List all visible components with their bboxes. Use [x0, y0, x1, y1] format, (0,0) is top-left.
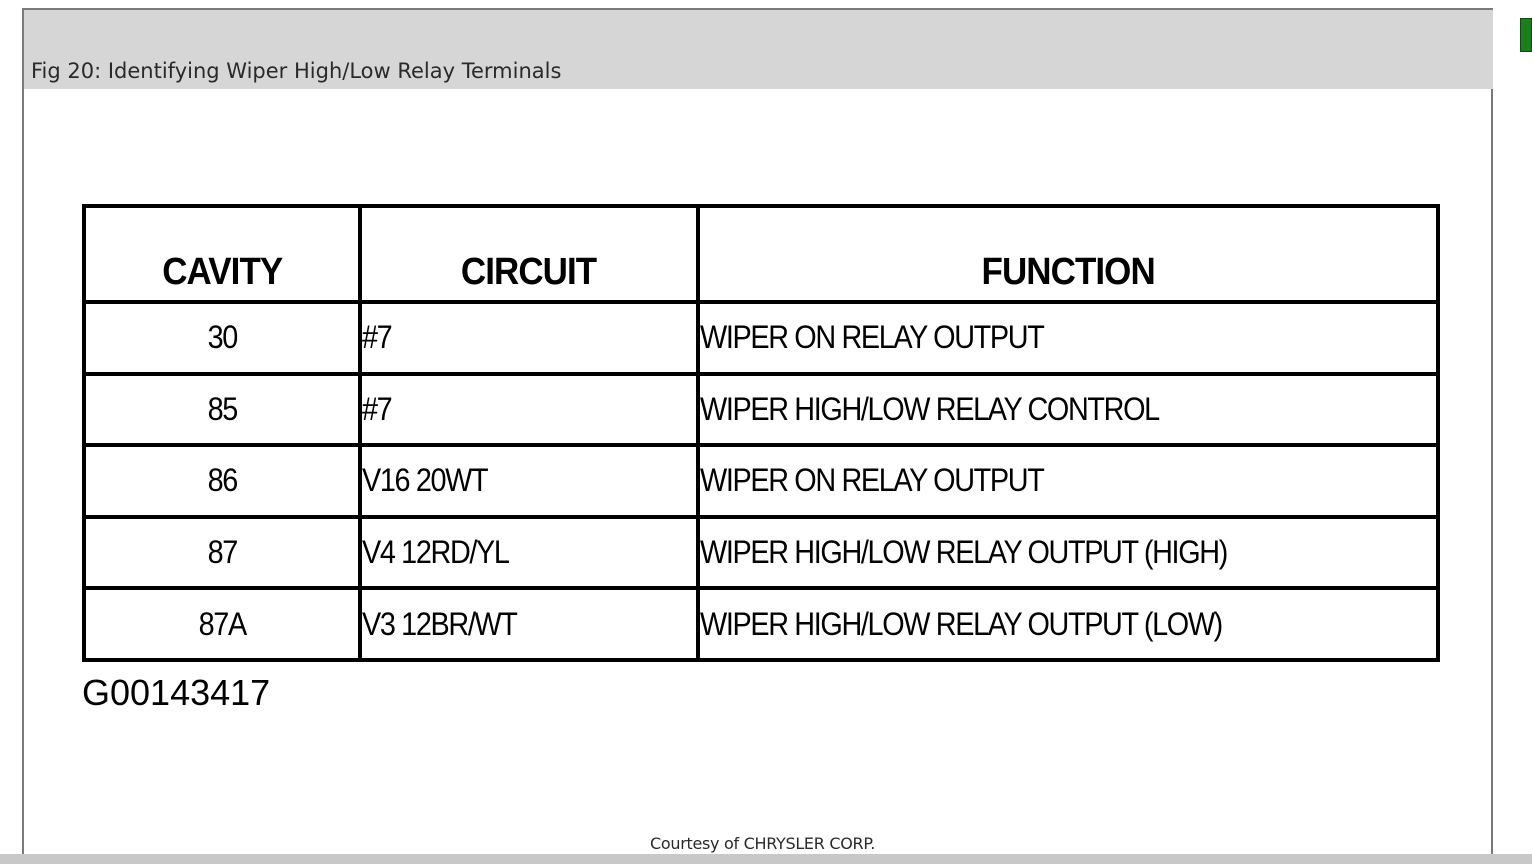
table-row: 85 #7 WIPER HIGH/LOW RELAY CONTROL — [82, 371, 1440, 448]
cavity-value: 30 — [207, 319, 238, 356]
function-cell: WIPER HIGH/LOW RELAY OUTPUT (HIGH) — [696, 514, 1440, 591]
table-row: 86 V16 20WT WIPER ON RELAY OUTPUT — [82, 443, 1440, 519]
cavity-cell: 30 — [82, 300, 362, 376]
circuit-value: #7 — [362, 390, 393, 427]
cavity-cell: 87 — [82, 514, 362, 591]
function-cell: WIPER ON RELAY OUTPUT — [696, 300, 1440, 376]
function-cell: WIPER HIGH/LOW RELAY OUTPUT (LOW) — [696, 586, 1440, 662]
relay-terminal-table: CAVITY CIRCUIT FUNCTION 30 #7 WIPER ON R… — [82, 204, 1440, 662]
header-cavity: CAVITY — [82, 204, 362, 304]
figure-title: Fig 20: Identifying Wiper High/Low Relay… — [31, 59, 562, 83]
function-value: WIPER HIGH/LOW RELAY CONTROL — [700, 390, 1160, 427]
circuit-cell: #7 — [358, 300, 700, 376]
cavity-value: 87 — [207, 534, 238, 571]
cavity-cell: 85 — [82, 371, 362, 448]
circuit-value: V4 12RD/YL — [362, 534, 510, 571]
bottom-scrollbar[interactable] — [0, 854, 1532, 864]
cavity-value: 85 — [207, 390, 238, 427]
cavity-value: 86 — [207, 462, 238, 499]
figure-id-label: G00143417 — [82, 672, 271, 713]
table-row: 30 #7 WIPER ON RELAY OUTPUT — [82, 300, 1440, 376]
function-value: WIPER ON RELAY OUTPUT — [700, 319, 1045, 356]
circuit-cell: V3 12BR/WT — [358, 586, 700, 662]
header-function: FUNCTION — [696, 204, 1440, 304]
function-cell: WIPER ON RELAY OUTPUT — [696, 443, 1440, 519]
side-tab-handle[interactable] — [1520, 18, 1532, 52]
circuit-cell: #7 — [358, 371, 700, 448]
cavity-cell: 87A — [82, 586, 362, 662]
function-value: WIPER HIGH/LOW RELAY OUTPUT (LOW) — [700, 605, 1223, 642]
function-value: WIPER HIGH/LOW RELAY OUTPUT (HIGH) — [700, 534, 1228, 571]
function-cell: WIPER HIGH/LOW RELAY CONTROL — [696, 371, 1440, 448]
circuit-value: V16 20WT — [362, 462, 489, 499]
circuit-value: V3 12BR/WT — [362, 605, 518, 642]
header-function-label: FUNCTION — [981, 251, 1155, 293]
relay-terminal-diagram: CAVITY CIRCUIT FUNCTION 30 #7 WIPER ON R… — [82, 204, 1440, 662]
header-cavity-label: CAVITY — [161, 251, 283, 293]
header-circuit-label: CIRCUIT — [461, 251, 597, 293]
cavity-cell: 86 — [82, 443, 362, 519]
courtesy-credit: Courtesy of CHRYSLER CORP. — [650, 834, 875, 853]
table-row: 87 V4 12RD/YL WIPER HIGH/LOW RELAY OUTPU… — [82, 514, 1440, 591]
header-circuit: CIRCUIT — [358, 204, 700, 304]
figure-header-band — [24, 10, 1493, 89]
circuit-value: #7 — [362, 319, 393, 356]
circuit-cell: V16 20WT — [358, 443, 700, 519]
cavity-value: 87A — [198, 605, 247, 642]
function-value: WIPER ON RELAY OUTPUT — [700, 462, 1045, 499]
circuit-cell: V4 12RD/YL — [358, 514, 700, 591]
table-header-row: CAVITY CIRCUIT FUNCTION — [82, 204, 1440, 304]
table-row: 87A V3 12BR/WT WIPER HIGH/LOW RELAY OUTP… — [82, 586, 1440, 662]
